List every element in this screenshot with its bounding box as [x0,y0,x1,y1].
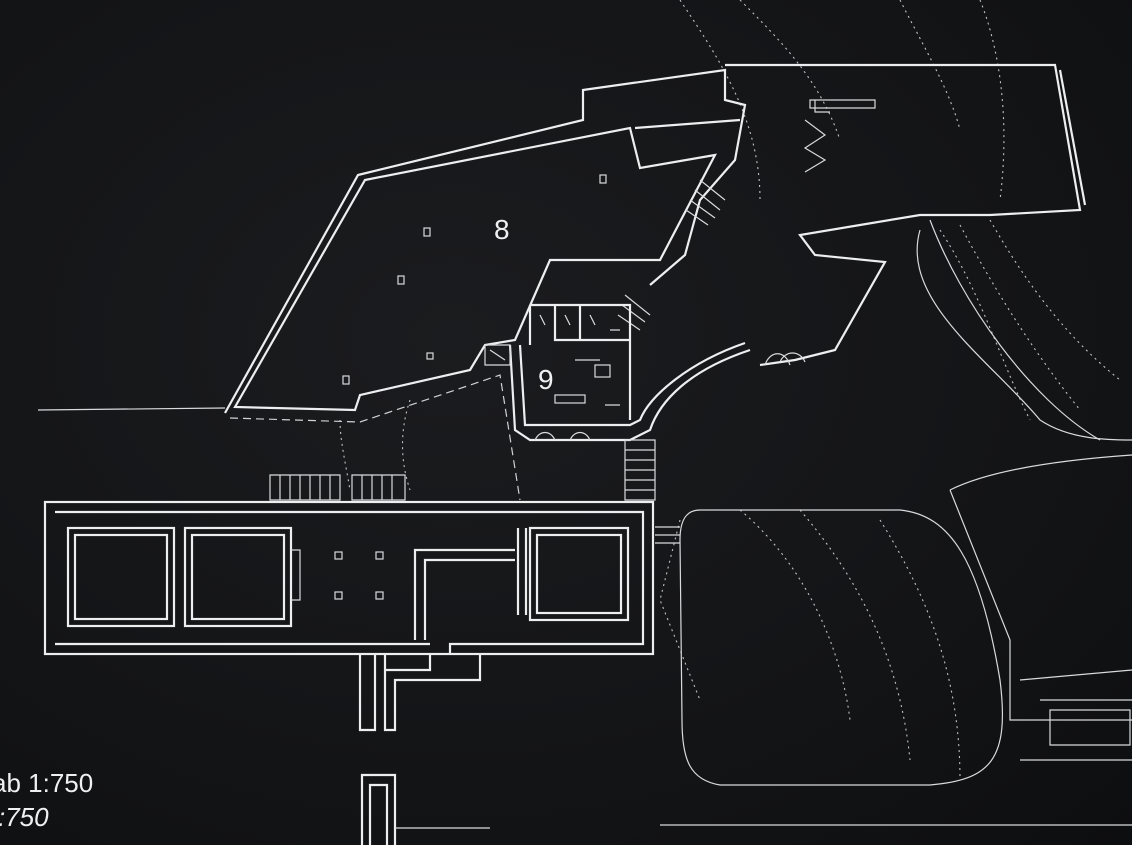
corridor [360,773,397,845]
column [599,174,607,184]
room-label-9: 9 [538,364,554,395]
bridge [655,526,680,544]
room-8-outline [233,126,718,412]
terrain-outline [916,229,1132,441]
contour-line [739,509,851,721]
pool-inner [190,533,286,621]
contour-line [799,509,911,761]
column [334,591,343,600]
counter [554,394,586,404]
pool-inner [73,533,169,621]
lower-building-outline [43,500,655,656]
terrain-outline [679,509,1004,786]
pool [183,526,293,628]
pool-inner [535,533,623,615]
scale-caption-italic: :750 [0,802,49,832]
room-label-8: 8 [494,214,510,245]
wall [1058,69,1087,206]
column [423,227,431,237]
doors [534,431,591,441]
column [426,352,434,360]
terrain-outline [949,454,1132,491]
wc-partitions [528,303,632,420]
fixture [575,359,620,406]
building-outline [224,68,747,414]
terrain-outline [929,219,1101,441]
fixture [809,99,876,113]
column [334,551,343,560]
east-wing-outline [725,63,1082,367]
zigzag-wall [803,119,827,173]
lower-building-inner [55,510,645,654]
terrain-outline [949,489,1132,721]
contour-line [959,224,1081,411]
pool [528,526,630,622]
column [342,375,350,385]
column [375,591,384,600]
doors [764,352,806,366]
counter [594,364,611,378]
steps [269,474,341,501]
room-9-inner [518,341,746,427]
contour-line [739,0,841,141]
column [397,275,405,285]
wall [413,548,515,640]
contour-line [989,219,1121,381]
scale-caption: ab 1:750 [0,768,94,798]
contour-line [879,519,961,781]
ground-line [37,407,226,411]
dashed-boundary [229,374,521,501]
step [291,549,301,601]
pool [66,526,176,628]
stair [685,179,726,226]
steps [351,474,406,501]
contour-line [401,399,411,491]
column [375,551,384,560]
wc-fixtures [539,314,620,331]
entry [484,344,511,366]
wall [516,528,528,615]
contour-line [979,0,1005,201]
contour-line [339,419,351,491]
contour-line [679,0,761,201]
wall [634,118,741,130]
terrain-outline [1019,669,1132,761]
corridor [358,654,482,732]
steps [624,439,656,501]
stair [617,294,651,331]
